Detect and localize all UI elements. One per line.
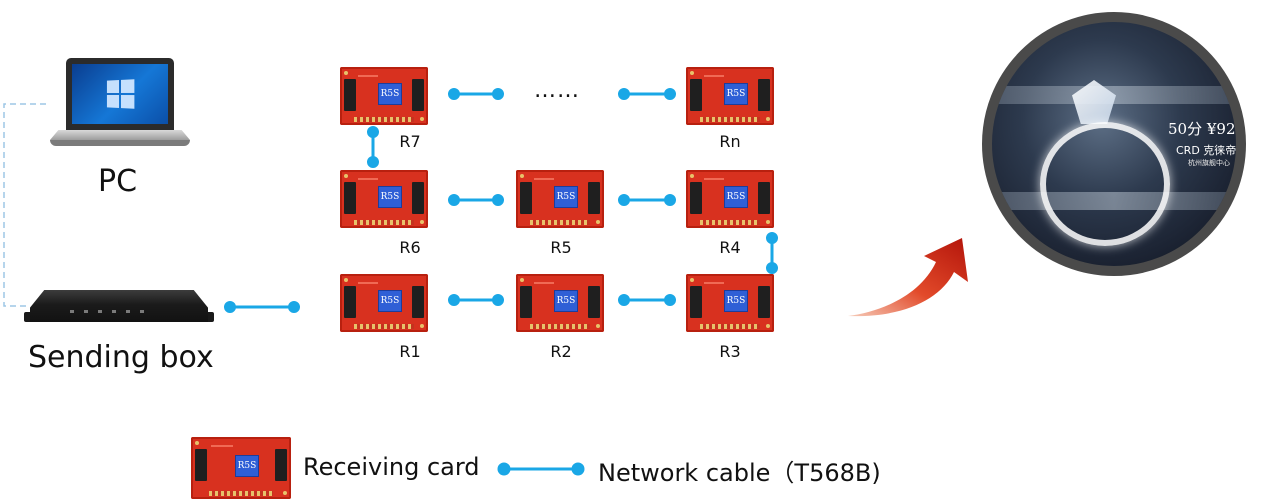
legend-network-cable-icon [497,462,585,476]
card-chip-label: R5S [554,290,578,312]
showcase-price-text: 50分 ¥9299起 [1168,120,1246,138]
card-label-r7: R7 [399,132,421,151]
card-label-r1: R1 [399,342,421,361]
sending-box-icon [24,284,214,328]
cable-r2-r3 [618,294,676,306]
card-chip-label: R5S [378,186,402,208]
sending-box-label: Sending box [28,340,214,375]
transparent-display-photo: 50分 ¥9299起 CRD 克徕帝 杭州旗舰中心 [982,12,1246,276]
card-label-r6: R6 [399,238,421,257]
cable-r3-r4 [766,232,778,274]
chain-ellipsis: …… [534,78,580,103]
card-chip-label: R5S [235,455,259,477]
cable-sendingbox-r1 [224,301,300,313]
cable-r1-r2 [448,294,504,306]
card-chip-label: R5S [554,186,578,208]
cable-r4-r5 [618,194,676,206]
card-label-r2: R2 [550,342,572,361]
legend-receiving-card-label: Receiving card [303,453,480,481]
card-label-rn: Rn [719,132,741,151]
cable-r7-chain [448,88,504,100]
card-label-r5: R5 [550,238,572,257]
card-chip-label: R5S [724,290,748,312]
card-label-r3: R3 [719,342,741,361]
ring-icon [1040,122,1170,246]
legend-network-cable-label: Network cable（T568B) [598,459,881,487]
pc-sending-box-link [3,103,46,307]
cable-r5-r6 [448,194,504,206]
pc-label: PC [98,164,138,199]
receiving-card-r4: R5S [686,170,774,228]
cable-chain-rn [618,88,676,100]
receiving-card-rn: R5S [686,67,774,125]
showcase-sub-text: 杭州旗舰中心 [1188,159,1230,167]
receiving-card-r2: R5S [516,274,604,332]
showcase-brand-text: CRD 克徕帝 [1176,144,1237,157]
card-chip-label: R5S [378,83,402,105]
receiving-card-r6: R5S [340,170,428,228]
card-chip-label: R5S [378,290,402,312]
receiving-card-r3: R5S [686,274,774,332]
laptop-icon [50,58,190,152]
card-chip-label: R5S [724,83,748,105]
receiving-card-r7: R5S [340,67,428,125]
curved-arrow-icon [848,238,968,317]
card-chip-label: R5S [724,186,748,208]
receiving-card-r1: R5S [340,274,428,332]
legend-receiving-card-icon: R5S [191,437,291,499]
receiving-card-r5: R5S [516,170,604,228]
card-label-r4: R4 [719,238,741,257]
cable-r6-r7 [367,126,379,168]
